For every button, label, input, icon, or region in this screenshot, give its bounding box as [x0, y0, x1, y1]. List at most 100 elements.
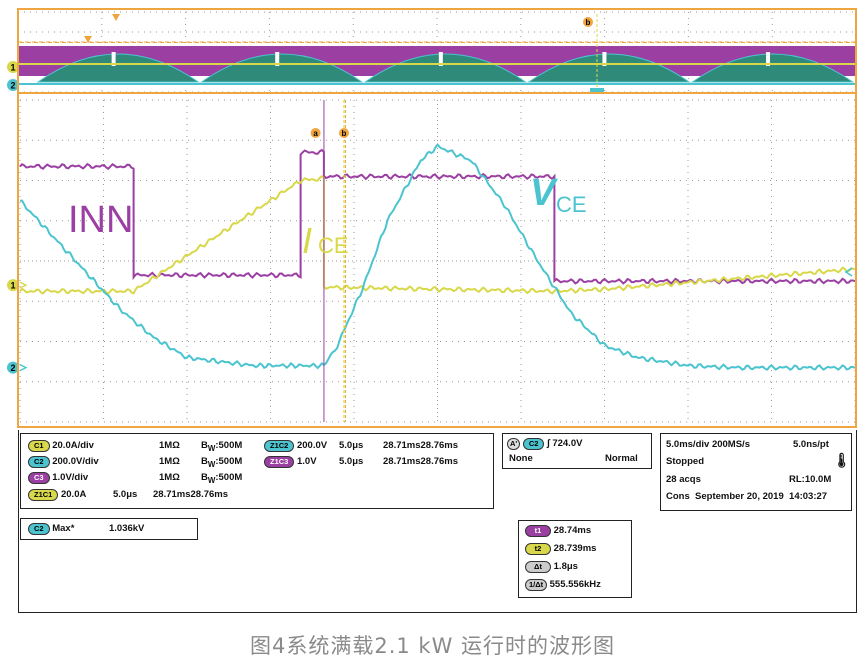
- overview-gap-mark: [438, 52, 443, 66]
- z1c3-scale: 1.0V: [296, 456, 317, 467]
- ch3-impedance: 1MΩ: [159, 472, 180, 483]
- ch2-chip[interactable]: C2: [28, 456, 50, 468]
- label-ice-sub: CE: [318, 233, 349, 258]
- measure-chip[interactable]: C2: [28, 523, 50, 535]
- overview-gap-mark: [766, 52, 771, 66]
- label-vce-main: V: [530, 172, 558, 214]
- channel-1-marker-arrow: [19, 281, 28, 289]
- cursor-b-marker: [338, 128, 349, 138]
- channel-1-marker-label: 1: [10, 281, 15, 291]
- overview-vce-hump: [36, 53, 200, 83]
- cursor-a-marker-label: a: [313, 129, 318, 138]
- channel-2-marker-arrow: [19, 364, 28, 372]
- ch1-bw-b: B: [201, 440, 208, 451]
- overview-vce-hump: [527, 53, 691, 83]
- ch2-bw-w: W: [207, 459, 216, 469]
- acq-state: Stopped: [666, 456, 704, 467]
- acq-mode: Cons: [666, 491, 690, 502]
- ch2-scale: 200.0V/div: [52, 456, 99, 467]
- ch1-impedance: 1MΩ: [159, 440, 180, 451]
- cursor-freq-value: 555.556kHz: [549, 579, 601, 590]
- cursor-readout-panel: t1 28.74ms t2 28.739ms Δt 1.8μs 1/Δt 555…: [518, 520, 632, 598]
- run-stop-icon[interactable]: 🌡: [833, 452, 851, 468]
- z1c2-chip[interactable]: Z1C2: [264, 440, 295, 452]
- ch3-chip[interactable]: C3: [28, 472, 50, 484]
- z1c1-range: 28.71ms28.76ms: [153, 489, 229, 500]
- instrument-right-rule: [856, 430, 857, 612]
- overview-traces: 12b: [7, 14, 856, 93]
- trigger-source-chip[interactable]: C2: [522, 438, 545, 450]
- z1c3-time: 5.0μs: [339, 456, 364, 467]
- z1c2-time: 5.0μs: [339, 440, 364, 451]
- ch1-scale: 20.0A/div: [52, 440, 94, 451]
- ch2-bandwidth: :500M: [215, 456, 243, 467]
- channel-2-marker: [7, 361, 19, 374]
- instrument-left-rule: [18, 430, 19, 612]
- z1c2-range: 28.71ms28.76ms: [383, 440, 459, 451]
- time-per-point: 5.0ns/pt: [793, 439, 829, 450]
- time-per-div: 5.0ms/div: [666, 439, 710, 450]
- ch3-bw-w: W: [207, 475, 216, 485]
- overview-vce-hump: [363, 53, 528, 83]
- overview-teal-line: [18, 83, 856, 85]
- ch3-bandwidth: :500M: [215, 472, 243, 483]
- overview-trigger-marker: [112, 14, 120, 21]
- cursor-t1-value: 28.74ms: [553, 525, 592, 536]
- overview-yellow-line: [18, 63, 856, 65]
- cursor-t2-value: 28.739ms: [553, 543, 597, 554]
- ch3-scale: 1.0V/div: [52, 472, 89, 483]
- z1c1-chip[interactable]: Z1C1: [28, 489, 59, 501]
- overview-vce-hump: [200, 53, 364, 83]
- trace-vce: [20, 142, 856, 371]
- cursor-b-marker-label: b: [342, 129, 347, 138]
- z1c1-time: 5.0μs: [113, 489, 138, 500]
- z1c2-scale: 200.0V: [296, 440, 328, 451]
- ch2-bw-b: B: [201, 456, 208, 467]
- trigger-panel: A' C2 ∫ 724.0V None Normal: [502, 433, 652, 469]
- scope-frame: [17, 8, 857, 428]
- ch1-chip[interactable]: C1: [28, 440, 50, 452]
- measure-name: Max*: [52, 523, 75, 534]
- overview-vce-hump: [690, 53, 855, 83]
- acquisition-panel: 5.0ms/div 200MS/s 5.0ns/pt Stopped 🌡 28 …: [660, 433, 852, 511]
- overview-zoom-window: [590, 88, 604, 93]
- overview-ch1-marker-label: 1: [10, 63, 15, 73]
- trigger-a-chip[interactable]: A': [507, 438, 521, 450]
- acq-count: 28 acqs: [666, 474, 701, 485]
- trigger-coupling: None: [509, 453, 533, 464]
- label-inn: INN: [68, 199, 133, 241]
- ch1-bandwidth: :500M: [215, 440, 243, 451]
- label-ice-main: I: [302, 220, 312, 261]
- z1c3-chip[interactable]: Z1C3: [264, 456, 295, 468]
- overview-gap-mark: [275, 52, 280, 66]
- cursor-freq-chip[interactable]: 1/Δt: [525, 579, 547, 591]
- trace-ice: [19, 175, 856, 295]
- cursor-t1-chip[interactable]: t1: [525, 525, 551, 537]
- cursor-a-marker: [310, 128, 321, 138]
- sample-rate: 200MS/s: [711, 439, 750, 450]
- acq-time: 14:03:27: [789, 491, 828, 502]
- measure-value: 1.036kV: [109, 523, 145, 534]
- instrument-bottom-rule: [18, 612, 857, 613]
- label-vce-sub: CE: [556, 192, 587, 217]
- overview-ch2-marker: [7, 79, 19, 91]
- z1c3-range: 28.71ms28.76ms: [383, 456, 459, 467]
- ch3-bw-b: B: [201, 472, 208, 483]
- waveform-traces: [19, 142, 856, 371]
- channel-settings-panel: C1 20.0A/div 1MΩ BW:500M C2 200.0V/div 1…: [20, 433, 494, 509]
- trigger-slope-icon: ∫: [547, 438, 550, 449]
- cursor-t2-chip[interactable]: t2: [525, 543, 551, 555]
- overview-ch1-marker: [7, 61, 19, 73]
- overview-gap-mark: [602, 52, 607, 66]
- cursor-delta-chip[interactable]: Δt: [525, 561, 551, 573]
- acq-date: September 20, 2019: [695, 491, 784, 502]
- trigger-mode: Normal: [605, 453, 638, 464]
- overview-cursor-b-marker: [583, 17, 593, 27]
- overview-gap-mark: [111, 52, 116, 66]
- overview-ch2-marker-label: 2: [10, 81, 15, 91]
- ch1-bw-w: W: [207, 443, 216, 453]
- main-grid: [19, 41, 856, 423]
- trigger-level: 724.0V: [552, 438, 583, 449]
